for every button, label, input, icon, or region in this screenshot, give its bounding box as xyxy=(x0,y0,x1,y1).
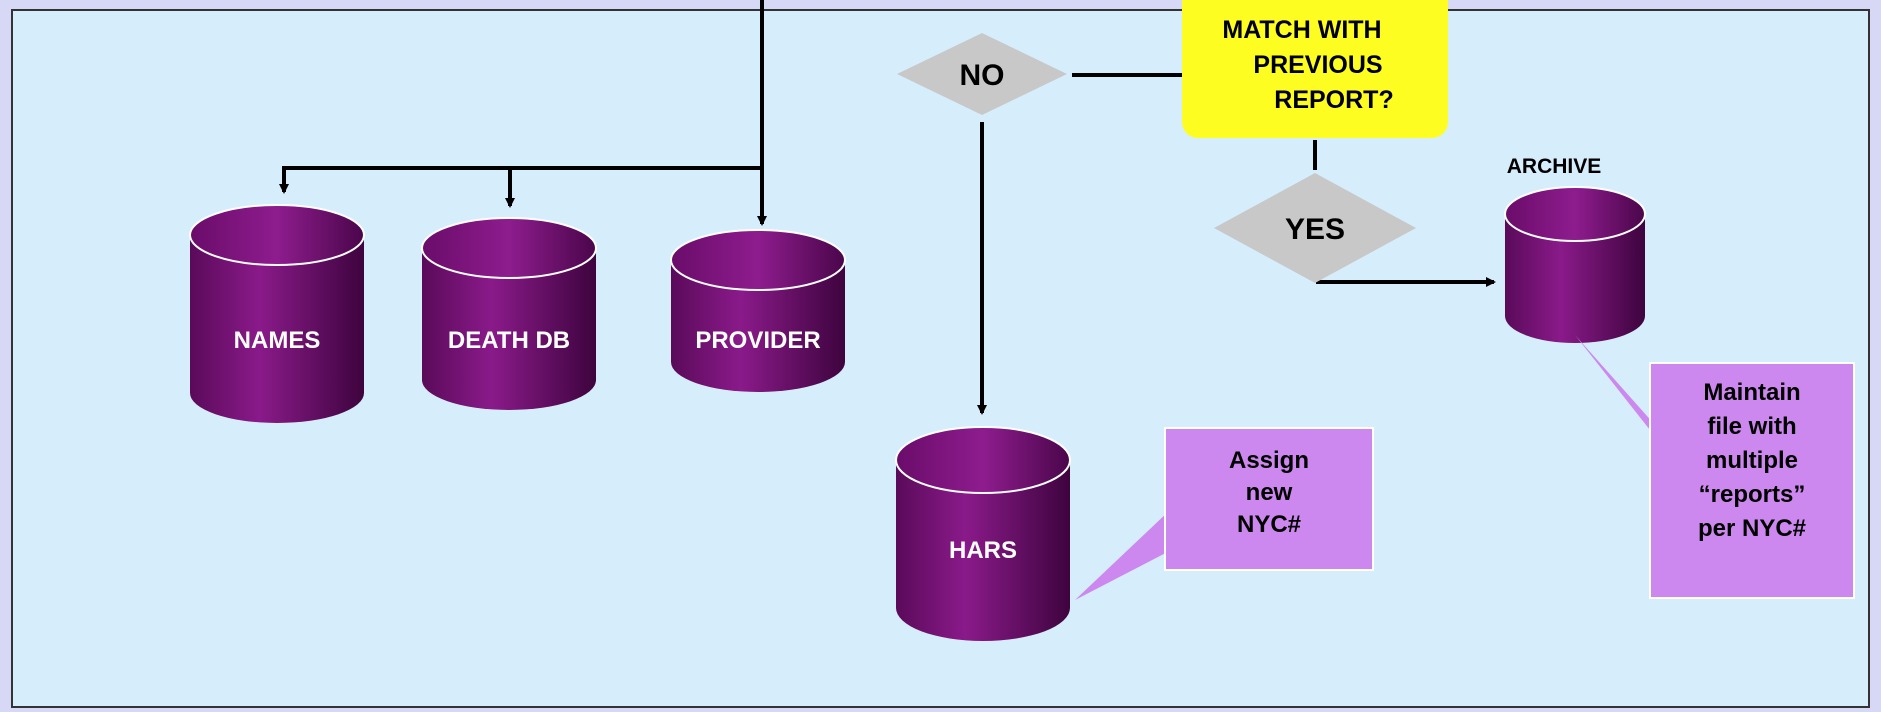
maintain-line-1: Maintain xyxy=(1703,379,1800,406)
decision-box: MATCH WITH PREVIOUS REPORT? xyxy=(1182,0,1448,138)
maintain-line-5: per NYC# xyxy=(1698,515,1806,542)
cylinder-archive xyxy=(1504,186,1646,343)
cylinder-death-db: DEATH DB xyxy=(421,217,597,410)
yes-label: YES xyxy=(1285,213,1345,246)
maintain-line-3: multiple xyxy=(1706,447,1798,474)
hars-label: HARS xyxy=(949,537,1017,564)
maintain-callout: Maintain file with multiple “reports” pe… xyxy=(1575,335,1855,599)
death-db-label: DEATH DB xyxy=(448,327,570,354)
assign-callout: Assign new NYC# xyxy=(1075,427,1374,600)
assign-line-3: NYC# xyxy=(1237,511,1301,538)
no-diamond: NO xyxy=(897,33,1067,115)
decision-line-2: PREVIOUS xyxy=(1253,51,1382,79)
connectors xyxy=(279,0,1496,415)
cylinder-hars: HARS xyxy=(895,426,1071,641)
decision-line-3: REPORT? xyxy=(1274,86,1393,114)
decision-line-1: MATCH WITH xyxy=(1222,16,1381,44)
cylinder-provider: PROVIDER xyxy=(670,229,846,392)
yes-diamond: YES xyxy=(1214,173,1416,283)
provider-label: PROVIDER xyxy=(695,327,820,354)
names-label: NAMES xyxy=(234,327,321,354)
maintain-line-2: file with xyxy=(1707,413,1796,440)
assign-line-1: Assign xyxy=(1229,447,1309,474)
maintain-line-4: “reports” xyxy=(1699,481,1806,508)
no-label: NO xyxy=(960,59,1005,92)
archive-label: ARCHIVE xyxy=(1507,155,1602,178)
assign-line-2: new xyxy=(1246,479,1293,506)
cylinder-names: NAMES xyxy=(189,204,365,423)
